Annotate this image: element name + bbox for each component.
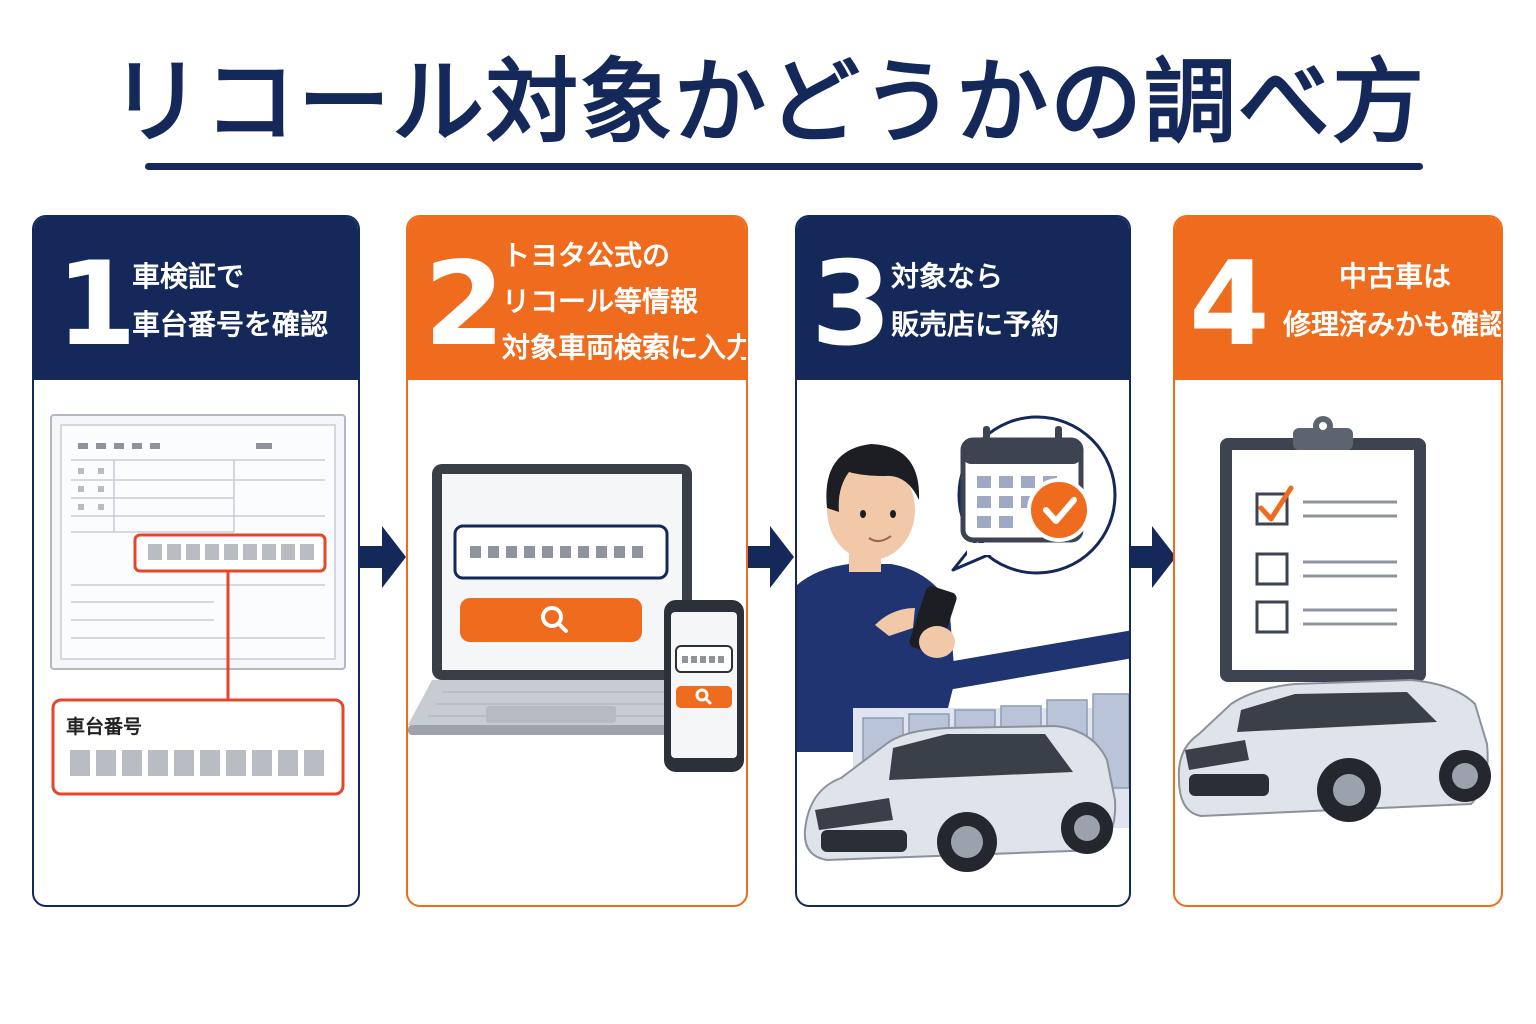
step-1-line-2: 車台番号を確認 — [132, 308, 329, 341]
used-car-checklist-illustration — [1177, 416, 1491, 822]
arrow-right-icon — [1130, 526, 1176, 588]
person-illustration — [797, 444, 957, 752]
car-icon — [1177, 678, 1491, 822]
calendar-icon — [951, 415, 1117, 575]
step-2-line-2: リコール等情報 — [502, 285, 699, 318]
search-icon — [541, 606, 568, 633]
clipboard-icon — [1220, 416, 1426, 682]
dealer-reservation-illustration — [797, 415, 1129, 872]
checkbox-icon — [1255, 485, 1294, 526]
car-icon — [803, 724, 1117, 872]
step-3-line-2: 販売店に予約 — [891, 308, 1060, 341]
title-underline — [145, 163, 1423, 170]
step-4-line-1: 中古車は — [1339, 260, 1452, 293]
step-illustration-3 — [797, 380, 1129, 905]
step-illustration-2 — [408, 380, 746, 905]
step-illustration-4 — [1175, 380, 1501, 905]
step-header-2: 2 トヨタ公式の リコール等情報 対象車両検索に入力 — [408, 217, 746, 380]
step-card-3: 3 対象なら 販売店に予約 — [795, 215, 1131, 907]
step-text-2: トヨタ公式の リコール等情報 対象車両検索に入力 — [502, 233, 748, 371]
step-header-4: 4 中古車は 修理済みかも確認 — [1175, 217, 1501, 380]
smartphone-icon — [664, 600, 744, 772]
arrow-right-icon — [360, 526, 406, 588]
step-number-3: 3 — [811, 237, 892, 372]
step-illustration-1 — [34, 380, 358, 905]
checkmark-icon — [1258, 485, 1294, 522]
vehicle-inspection-certificate-illustration — [50, 414, 346, 796]
checkbox-icon — [1255, 600, 1289, 634]
search-icon — [695, 688, 712, 705]
step-1-line-1: 車検証で — [132, 260, 245, 293]
step-card-2: 2 トヨタ公式の リコール等情報 対象車両検索に入力 — [406, 215, 748, 907]
step-number-2: 2 — [424, 237, 505, 372]
checkmark-icon — [1027, 478, 1091, 542]
arrow-right-icon — [748, 526, 794, 588]
step-4-line-2: 修理済みかも確認 — [1283, 308, 1503, 341]
step-2-line-3: 対象車両検索に入力 — [502, 331, 748, 364]
step-3-line-1: 対象なら — [891, 260, 1004, 293]
step-header-1: 1 車検証で 車台番号を確認 — [34, 217, 358, 380]
step-card-4: 4 中古車は 修理済みかも確認 — [1173, 215, 1503, 907]
step-number-4: 4 — [1189, 237, 1270, 372]
step-number-1: 1 — [56, 237, 137, 372]
recall-search-devices-illustration — [408, 464, 744, 772]
laptop-icon — [408, 464, 716, 735]
step-2-line-1: トヨタ公式の — [502, 239, 671, 272]
page-title: リコール対象かどうかの調べ方 — [109, 49, 1426, 156]
step-card-1: 1 車検証で 車台番号を確認 — [32, 215, 360, 907]
chassis-number-label: 車台番号 — [66, 716, 143, 738]
checkbox-icon — [1255, 552, 1289, 586]
step-text-1: 車検証で 車台番号を確認 — [132, 253, 328, 349]
step-text-3: 対象なら 販売店に予約 — [891, 253, 1059, 349]
step-header-3: 3 対象なら 販売店に予約 — [797, 217, 1129, 380]
step-text-4: 中古車は 修理済みかも確認 — [1283, 253, 1503, 349]
